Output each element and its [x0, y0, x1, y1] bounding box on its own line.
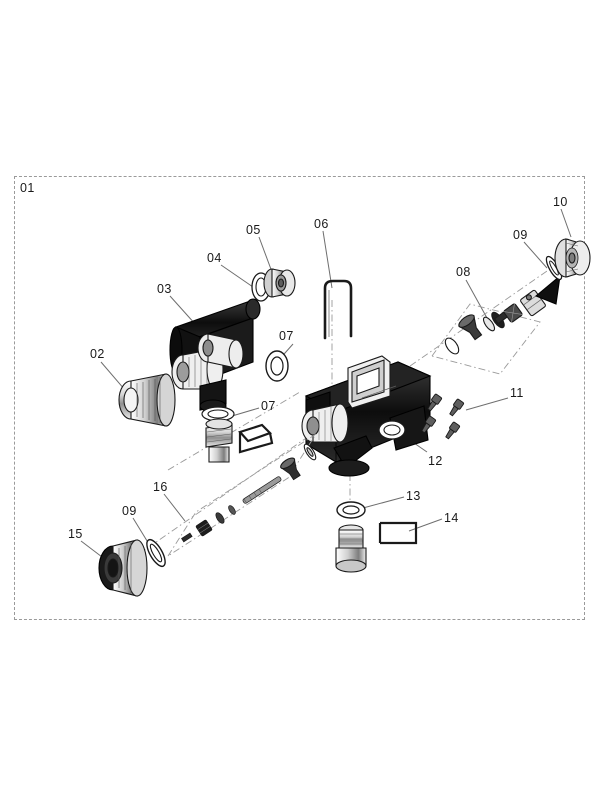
callout-label-14: 14: [444, 511, 459, 525]
callout-label-12: 12: [428, 454, 443, 468]
callout-label-10: 10: [553, 195, 568, 209]
callout-label-03: 03: [157, 282, 172, 296]
callout-label-11: 11: [510, 386, 524, 400]
callout-label-02: 02: [90, 347, 105, 361]
callout-label-09-upper: 09: [513, 228, 528, 242]
callout-label-15: 15: [68, 527, 83, 541]
callout-label-08: 08: [456, 265, 471, 279]
callout-label-01: 01: [20, 181, 35, 195]
callout-label-09-lower: 09: [122, 504, 137, 518]
callout-label-07-upper: 07: [279, 329, 294, 343]
assembly-frame: [14, 176, 585, 620]
callout-label-13: 13: [406, 489, 421, 503]
callout-label-05: 05: [246, 223, 261, 237]
callout-label-06: 06: [314, 217, 329, 231]
callout-label-16: 16: [153, 480, 168, 494]
callout-label-04: 04: [207, 251, 222, 265]
callout-label-07-lower: 07: [261, 399, 276, 413]
